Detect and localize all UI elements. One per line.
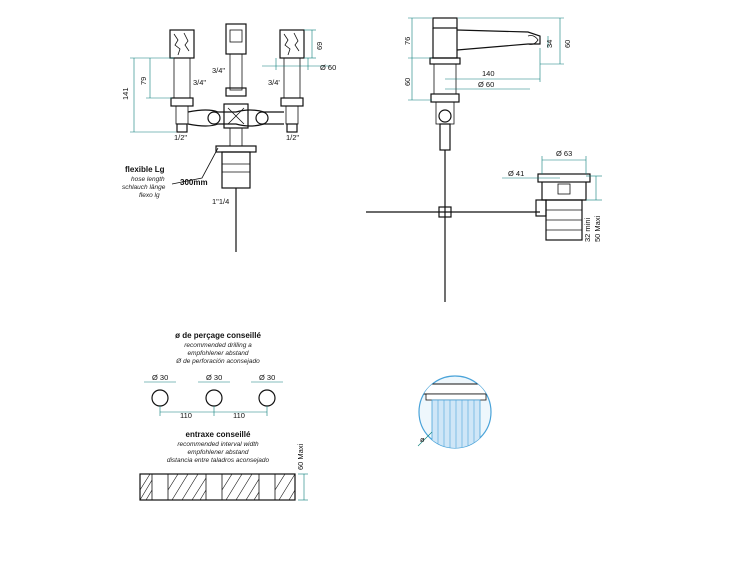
waste-body: [541, 182, 587, 201]
drilling-line-1: recommended drilling a: [184, 342, 252, 349]
drill-dia-center: Ø 30: [206, 373, 222, 382]
hose-line-2: schlauch länge: [122, 184, 166, 191]
side-spout: [456, 29, 541, 51]
dim-bottom-left: 1/2": [174, 133, 187, 142]
side-view: [366, 17, 564, 302]
hose-line-3: flexo lg: [139, 192, 160, 199]
drill-spacing-right: 110: [233, 411, 245, 420]
drill-spacing-left: 110: [180, 411, 192, 420]
dim-spout-h: 34: [545, 40, 554, 48]
dim-reach: 140: [482, 69, 495, 78]
dim-side-top-h: 76: [403, 37, 412, 45]
left-handle: [169, 29, 195, 59]
dim-side-base-h: 60: [403, 78, 412, 86]
interval-section: [139, 473, 308, 501]
spout-front: [225, 23, 247, 55]
dim-handle-h: 69: [315, 42, 324, 50]
dim-total-h: 141: [121, 87, 130, 100]
dim-thread-center: 3/4": [212, 66, 225, 75]
dim-side-right-h: 60: [563, 40, 572, 48]
crossover-pipe: [187, 109, 284, 113]
hose-length: 300mm: [180, 178, 208, 187]
dim-waste-thick: 32 mini: [583, 217, 592, 242]
drill-hole-right: [258, 389, 276, 407]
dim-front-dia: Ø 60: [320, 63, 336, 72]
right-body: [283, 57, 301, 99]
left-body: [173, 57, 191, 99]
dim-waste-thread: 1"1/4: [212, 197, 229, 206]
detail-view: [417, 375, 492, 449]
dim-waste-hole-dia: Ø 41: [508, 169, 524, 178]
front-view: [130, 23, 330, 252]
interval-title: entraxe conseillé: [186, 430, 251, 439]
interval-line-3: distancia entre taladros aconsejado: [167, 457, 270, 464]
dim-body-h: 79: [139, 77, 148, 85]
waste-view: [502, 156, 602, 241]
drill-dia-right: Ø 30: [259, 373, 275, 382]
drilling-line-3: Ø de perforación aconsejado: [175, 358, 260, 365]
dim-waste-top-dia: Ø 63: [556, 149, 572, 158]
dim-side-dia: Ø 60: [478, 80, 494, 89]
interval-line-2: empfohlener abstand: [187, 449, 248, 456]
side-handle: [432, 28, 458, 59]
dim-thread-right: 3/4': [268, 78, 280, 87]
drilling-line-2: empfohlener abstand: [187, 350, 248, 357]
dim-bottom-right: 1/2": [286, 133, 299, 142]
dim-thread-left: 3/4": [193, 78, 206, 87]
drilling-holes: [144, 381, 283, 416]
interval-max: 60 Maxi: [296, 443, 305, 470]
drill-hole-center: [205, 389, 223, 407]
right-handle: [279, 29, 305, 59]
hose-line-1: hose length: [131, 176, 165, 183]
hose-title: flexible Lg: [125, 165, 165, 174]
detail-symbol: ø: [420, 435, 425, 444]
drill-dia-left: Ø 30: [152, 373, 168, 382]
drill-hole-left: [151, 389, 169, 407]
drilling-title: ø de perçage conseillé: [175, 331, 261, 340]
waste-flange: [215, 145, 257, 153]
dim-waste-thick-max: 50 Maxi: [593, 215, 602, 242]
interval-line-1: recommended interval width: [177, 441, 259, 448]
